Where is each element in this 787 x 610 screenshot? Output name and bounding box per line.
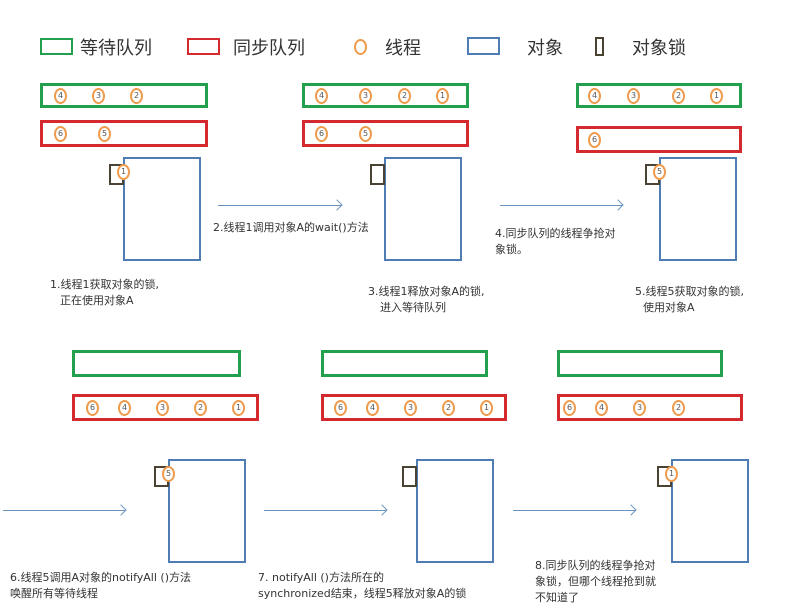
legend-label-thread: 线程 bbox=[385, 38, 421, 59]
legend-label-object-lock: 对象锁 bbox=[632, 38, 686, 59]
object-a-3 bbox=[659, 157, 737, 261]
thread-icon: 3 bbox=[627, 87, 640, 104]
lock-holder-thread-icon: 5 bbox=[653, 164, 666, 180]
wait-queue-5 bbox=[321, 350, 488, 377]
step-caption-1: 正在使用对象A bbox=[60, 294, 134, 307]
wait-queue-4 bbox=[72, 350, 241, 377]
thread-icon: 6 bbox=[54, 125, 67, 142]
thread-icon: 6 bbox=[563, 399, 576, 416]
step-caption-6: 不知道了 bbox=[535, 591, 579, 604]
transition-arrow-icon bbox=[218, 205, 341, 206]
object-a-5 bbox=[416, 459, 494, 563]
object-a-6 bbox=[671, 459, 749, 563]
step-caption-3: 使用对象A bbox=[643, 301, 695, 314]
sync-queue-4 bbox=[72, 394, 259, 421]
lock-holder-thread-icon: 5 bbox=[162, 466, 175, 482]
transition-arrow-icon bbox=[500, 205, 622, 206]
thread-icon: 3 bbox=[359, 87, 372, 104]
lock-holder-thread-icon: 1 bbox=[117, 164, 130, 180]
sync-queue-5 bbox=[321, 394, 507, 421]
thread-icon: 6 bbox=[334, 399, 347, 416]
thread-icon: 5 bbox=[98, 125, 111, 142]
wait-queue-2 bbox=[302, 83, 469, 108]
wait-queue-legend-swatch bbox=[40, 38, 73, 55]
object-lock-icon bbox=[370, 164, 385, 185]
thread-icon: 4 bbox=[588, 87, 601, 104]
thread-icon: 2 bbox=[672, 399, 685, 416]
thread-icon: 1 bbox=[232, 399, 245, 416]
thread-icon: 6 bbox=[315, 125, 328, 142]
thread-icon: 2 bbox=[130, 87, 143, 104]
step-caption-4: 6.线程5调用A对象的notifyAll ()方法 bbox=[10, 571, 191, 584]
lock-holder-thread-icon: 1 bbox=[665, 466, 678, 482]
thread-icon: 1 bbox=[710, 87, 723, 104]
sync-queue-1 bbox=[40, 120, 208, 147]
object-lock-icon bbox=[402, 466, 417, 487]
thread-icon: 3 bbox=[633, 399, 646, 416]
legend-label-wait-queue: 等待队列 bbox=[80, 38, 152, 59]
sync-queue-3 bbox=[576, 126, 742, 153]
wait-queue-6 bbox=[557, 350, 723, 377]
thread-icon: 4 bbox=[118, 399, 131, 416]
object-lock-legend-swatch bbox=[595, 37, 604, 56]
legend-label-sync-queue: 同步队列 bbox=[233, 38, 305, 59]
step-caption-6: 象锁，但哪个线程抢到就 bbox=[535, 575, 656, 588]
thread-icon: 6 bbox=[86, 399, 99, 416]
legend-label-object: 对象 bbox=[527, 38, 563, 59]
sync-queue-2 bbox=[302, 120, 469, 147]
thread-icon: 4 bbox=[595, 399, 608, 416]
thread-icon: 3 bbox=[156, 399, 169, 416]
step-caption-5: synchronized结束，线程5释放对象A的锁 bbox=[258, 587, 467, 600]
step-caption-2: 进入等待队列 bbox=[380, 301, 446, 314]
object-legend-swatch bbox=[467, 37, 500, 55]
thread-icon: 4 bbox=[54, 87, 67, 104]
sync-queue-legend-swatch bbox=[187, 38, 220, 55]
wait-queue-3 bbox=[576, 83, 742, 108]
step-caption-5: 7. notifyAll ()方法所在的 bbox=[258, 571, 384, 584]
step-caption-4: 唤醒所有等待线程 bbox=[10, 587, 98, 600]
thread-icon: 2 bbox=[442, 399, 455, 416]
thread-icon: 6 bbox=[588, 131, 601, 148]
thread-icon: 2 bbox=[672, 87, 685, 104]
thread-icon: 2 bbox=[398, 87, 411, 104]
transition-arrow-icon bbox=[513, 510, 635, 511]
step-caption-6: 8.同步队列的线程争抢对 bbox=[535, 559, 656, 572]
step-caption-1: 1.线程1获取对象的锁, bbox=[50, 278, 159, 291]
thread-icon: 3 bbox=[404, 399, 417, 416]
transition-arrow-icon bbox=[264, 510, 386, 511]
thread-icon: 1 bbox=[436, 87, 449, 104]
step-caption-2: 3.线程1释放对象A的锁, bbox=[368, 285, 485, 298]
step-caption-3: 5.线程5获取对象的锁, bbox=[635, 285, 744, 298]
transition-caption: 2.线程1调用对象A的wait()方法 bbox=[213, 221, 369, 234]
thread-icon: 3 bbox=[92, 87, 105, 104]
thread-icon: 4 bbox=[366, 399, 379, 416]
wait-queue-1 bbox=[40, 83, 208, 108]
object-a-1 bbox=[123, 157, 201, 261]
sync-queue-6 bbox=[557, 394, 743, 421]
object-a-2 bbox=[384, 157, 462, 261]
transition-arrow-icon bbox=[3, 510, 125, 511]
thread-icon: 1 bbox=[480, 399, 493, 416]
thread-icon: 2 bbox=[194, 399, 207, 416]
transition-caption: 象锁。 bbox=[495, 243, 528, 256]
transition-caption: 4.同步队列的线程争抢对 bbox=[495, 227, 616, 240]
object-a-4 bbox=[168, 459, 246, 563]
thread-icon: 5 bbox=[359, 125, 372, 142]
thread-icon: 4 bbox=[315, 87, 328, 104]
thread-legend-swatch-icon bbox=[354, 39, 367, 55]
